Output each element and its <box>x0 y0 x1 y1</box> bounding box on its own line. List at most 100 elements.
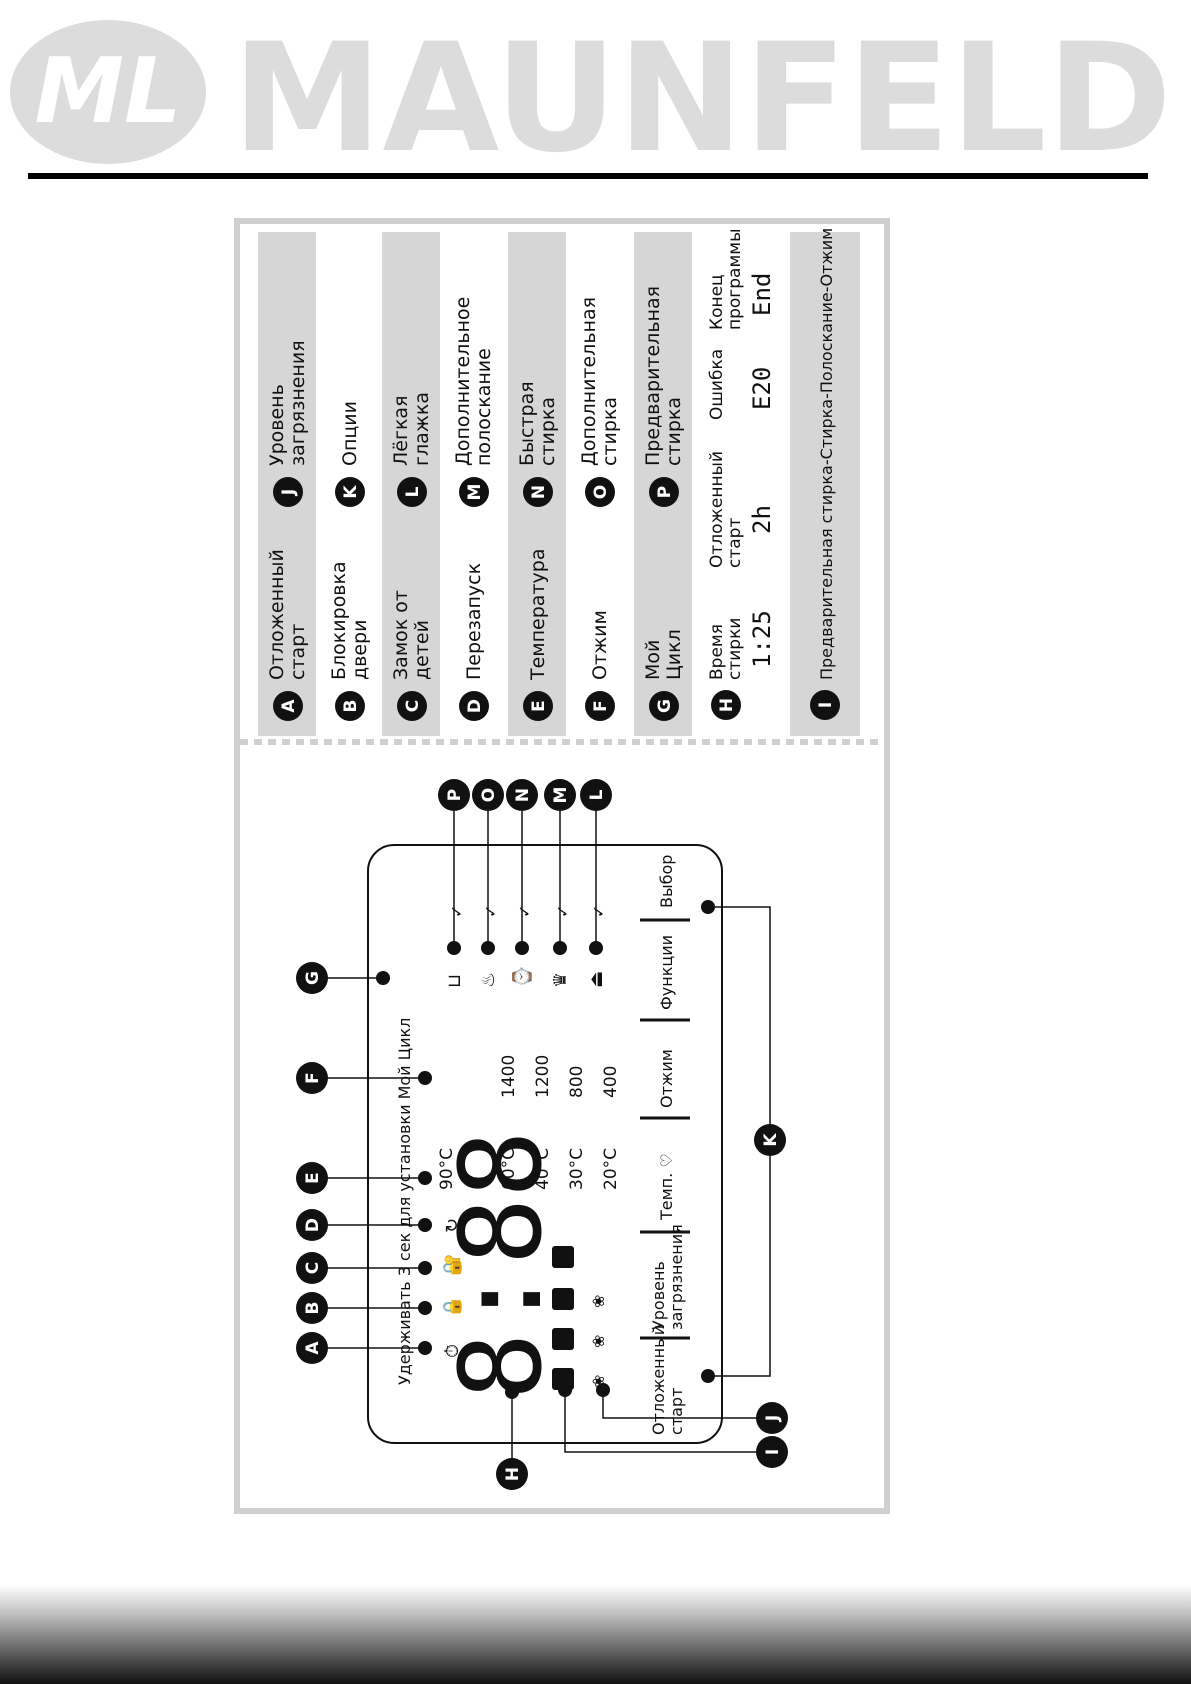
legend-label-f: Отжим <box>589 610 611 680</box>
h-error-label: Ошибка <box>707 349 727 420</box>
legend-label-a: старт <box>287 624 309 680</box>
callout-g-letter: G <box>303 971 323 985</box>
diagram-frame <box>234 218 890 1514</box>
legend-badge-m-letter: M <box>465 484 485 501</box>
callout-b: B <box>296 1292 328 1324</box>
legend-badge-l-letter: L <box>403 486 423 497</box>
panel-button-label-soil: загрязнения <box>667 1224 686 1330</box>
option-icon-n: ⌚ <box>511 966 533 988</box>
panel-outline <box>367 844 723 1444</box>
legend-badge-m: M <box>459 477 489 507</box>
callout-e: E <box>296 1162 328 1194</box>
legend-label-k: Опции <box>339 401 361 466</box>
legend-badge-j-letter: J <box>279 489 299 496</box>
legend-label-j: Уровень <box>266 384 288 466</box>
callout-c-letter: C <box>303 1262 323 1274</box>
callout-n: N <box>506 779 538 811</box>
callout-d: D <box>296 1209 328 1241</box>
callout-o-letter: O <box>479 788 499 802</box>
panel-button-temp[interactable]: Темп. ♡ <box>657 1153 676 1221</box>
legend-badge-c-letter: C <box>403 700 423 712</box>
callout-j-letter: J <box>763 1415 783 1422</box>
legend-label-n: стирка <box>537 397 559 466</box>
legend-badge-d-letter: D <box>465 699 485 713</box>
panel-button-label-soil: Уровень <box>649 1261 668 1330</box>
legend-label-b: двери <box>349 620 371 680</box>
callout-g: G <box>296 962 328 994</box>
spin-value-2: 1200 <box>533 1055 553 1098</box>
program-icon-4 <box>552 1246 574 1268</box>
legend-badge-c: C <box>397 691 427 721</box>
legend-badge-o: O <box>585 477 615 507</box>
h-end-label: программы <box>725 228 745 330</box>
legend-label-g: Мой <box>642 640 664 680</box>
soil-level-icon-2: ❀ <box>589 1335 608 1348</box>
legend-label-d: Перезапуск <box>463 563 485 680</box>
legend-label-j: загрязнения <box>287 340 309 466</box>
legend-label-g: Цикл <box>663 629 685 680</box>
legend-label-e: Температура <box>527 549 549 681</box>
callout-n-letter: N <box>513 788 533 802</box>
option-check-m: ✓ <box>553 905 572 918</box>
h-delay-value: 2h <box>748 505 776 534</box>
panel-button-functions[interactable]: Функции <box>657 935 676 1010</box>
legend-label-m: Дополнительное <box>452 297 474 466</box>
legend-badge-e-letter: E <box>529 700 549 712</box>
temp-value-1: 90°C <box>437 1148 457 1190</box>
callout-p: P <box>438 779 470 811</box>
legend-badge-k-letter: K <box>341 485 361 499</box>
panel-button-label-delay: старт <box>667 1388 686 1435</box>
h-wash-time-value: 1:25 <box>748 610 776 668</box>
callout-line-j <box>602 1390 772 1419</box>
h-delay-label: старт <box>725 518 745 568</box>
option-icon-m: ♛ <box>550 972 571 988</box>
legend-badge-a: A <box>273 691 303 721</box>
h-delay-label: Отложенный <box>707 451 727 568</box>
logo-emblem-letters: ML <box>35 39 182 144</box>
clock-icon: ⏱ <box>442 1344 463 1358</box>
legend-badge-b-letter: B <box>341 700 361 713</box>
callout-e-letter: E <box>303 1172 323 1184</box>
soil-level-icon-3: ❀ <box>589 1295 608 1308</box>
legend-label-b: Блокировка <box>328 561 350 680</box>
option-check-p: ✓ <box>447 905 466 918</box>
legend-label-o: Дополнительная <box>578 297 600 466</box>
legend-badge-h-letter: H <box>717 698 737 712</box>
legend-label-p: стирка <box>663 397 685 466</box>
legend-badge-p-letter: P <box>655 486 675 498</box>
legend-badge-f: F <box>585 691 615 721</box>
maunfeld-logo: ML MAUNFELD <box>10 12 1172 170</box>
option-check-o: ✓ <box>481 905 500 918</box>
legend-badge-a-letter: A <box>279 699 299 713</box>
callout-l-letter: L <box>587 789 607 800</box>
temp-value-4: 30°C <box>567 1148 587 1190</box>
legend-badge-i-letter: I <box>816 702 836 708</box>
panel-drawing: Удерживать 3 сек для установки Мой ЦиклA… <box>296 779 788 1490</box>
spin-value-1: 1400 <box>499 1055 519 1098</box>
legend-badge-k: K <box>335 477 365 507</box>
legend-badge-o-letter: O <box>591 485 611 499</box>
temp-value-3: 40°C <box>533 1148 553 1190</box>
panel-hint: Удерживать 3 сек для установки Мой Цикл <box>395 1018 414 1385</box>
option-icon-l: ⏏ <box>586 971 607 988</box>
option-check-l: ✓ <box>589 905 608 918</box>
panel-button-spin[interactable]: Отжим <box>657 1049 676 1108</box>
logo-emblem <box>10 20 206 164</box>
restart-icon: ↻ <box>442 1218 463 1233</box>
callout-i: I <box>756 1436 788 1468</box>
callout-h: H <box>496 1458 528 1490</box>
program-icon-3 <box>552 1288 574 1310</box>
legend-i-label: Предварительная стирка-Стирка-Полоскание… <box>817 228 836 680</box>
option-check-n: ✓ <box>515 905 534 918</box>
callout-j: J <box>756 1402 788 1434</box>
legend-label-c: Замок от <box>390 590 412 680</box>
panel-button-select[interactable]: Выбор <box>657 855 676 908</box>
child-lock-icon: 🔐 <box>442 1254 463 1276</box>
legend-i-band <box>790 232 860 736</box>
panel-button-label-spin: Отжим <box>657 1049 676 1108</box>
callout-d-letter: D <box>303 1218 323 1232</box>
